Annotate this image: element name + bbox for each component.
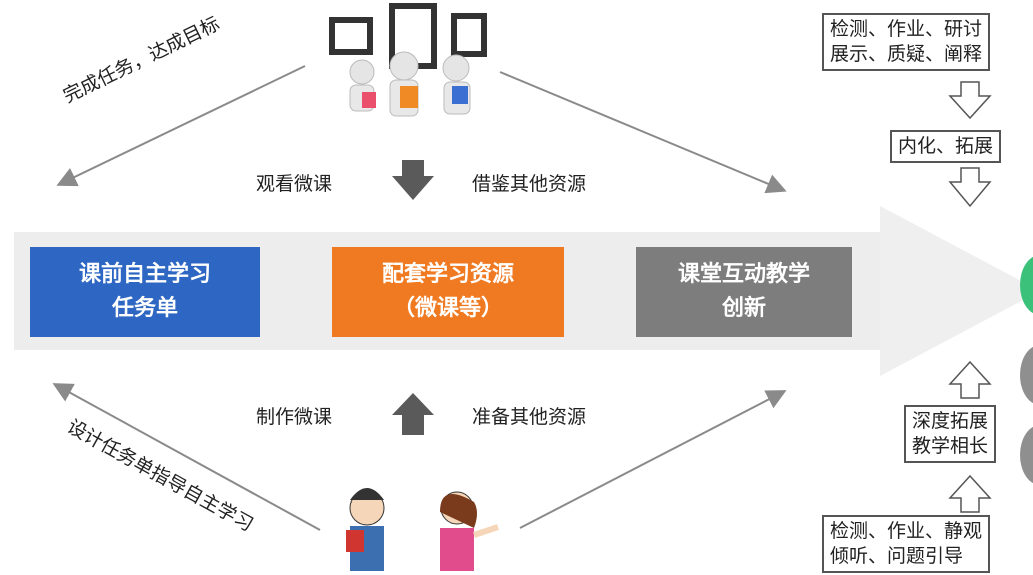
hollow-up-arrow-1 bbox=[948, 360, 992, 399]
pre-class-task-box: 课前自主学习 任务单 bbox=[30, 247, 260, 337]
make-microcourse-label: 制作微课 bbox=[256, 406, 333, 428]
hollow-down-arrow-1 bbox=[948, 81, 992, 120]
depth-line2: 教学相长 bbox=[912, 435, 989, 457]
right-bottom-line1: 检测、作业、静观 bbox=[830, 520, 983, 542]
resources-line1: 配套学习资源 bbox=[381, 262, 514, 287]
resources-box: 配套学习资源 （微课等） bbox=[332, 247, 564, 337]
arrow-top-right bbox=[499, 71, 787, 194]
right-top-line1: 检测、作业、研讨 bbox=[830, 18, 983, 40]
hollow-up-arrow-2 bbox=[948, 474, 992, 513]
classroom-line1: 课堂互动教学 bbox=[677, 262, 810, 287]
green-circle bbox=[1020, 255, 1033, 315]
resources-line2: （微课等） bbox=[392, 296, 503, 321]
prepare-resources-label: 准备其他资源 bbox=[472, 406, 587, 428]
down-arrow-icon bbox=[392, 160, 434, 200]
arrow-bottom-right bbox=[519, 390, 787, 529]
pre-class-line1: 课前自主学习 bbox=[78, 262, 211, 287]
gray-circle-2 bbox=[1020, 425, 1033, 485]
band-chevron bbox=[880, 206, 1033, 376]
hollow-down-arrow-2 bbox=[948, 167, 992, 208]
depth-extend-box: 深度拓展 教学相长 bbox=[904, 405, 997, 463]
classroom-innovation-box: 课堂互动教学 创新 bbox=[636, 247, 852, 337]
internalize-text: 内化、拓展 bbox=[898, 135, 994, 157]
arrow-top-left bbox=[56, 65, 306, 187]
pre-class-line2: 任务单 bbox=[111, 296, 178, 321]
right-bottom-box: 检测、作业、静观 倾听、问题引导 bbox=[822, 515, 991, 573]
classroom-line2: 创新 bbox=[721, 296, 766, 321]
internalize-box: 内化、拓展 bbox=[890, 130, 1002, 163]
up-arrow-icon bbox=[392, 393, 434, 435]
right-bottom-line2: 倾听、问题引导 bbox=[830, 545, 964, 567]
gray-circle-1 bbox=[1020, 345, 1033, 405]
arrow-bottom-left bbox=[52, 383, 321, 531]
right-top-line2: 展示、质疑、阐释 bbox=[830, 43, 983, 65]
right-top-box: 检测、作业、研讨 展示、质疑、阐释 bbox=[822, 13, 991, 71]
depth-line1: 深度拓展 bbox=[912, 410, 989, 432]
borrow-resources-label: 借鉴其他资源 bbox=[472, 173, 587, 195]
watch-microcourse-label: 观看微课 bbox=[256, 173, 333, 195]
